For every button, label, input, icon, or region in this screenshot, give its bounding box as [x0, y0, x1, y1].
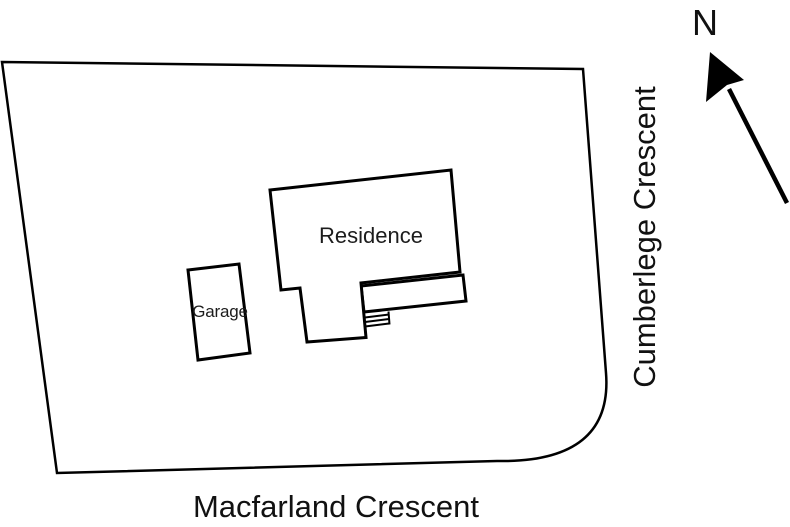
residence-outline	[268, 168, 462, 344]
street-label-cumberlege-crescent: Cumberlege Crescent	[627, 86, 662, 388]
residence-label: Residence	[319, 223, 423, 248]
north-label: N	[692, 2, 718, 43]
garage-label: Garage	[192, 302, 248, 321]
steps-icon	[364, 311, 391, 328]
street-label-macfarland-crescent: Macfarland Crescent	[192, 489, 479, 524]
garage-outline	[186, 262, 252, 362]
north-arrow-icon	[706, 52, 790, 205]
